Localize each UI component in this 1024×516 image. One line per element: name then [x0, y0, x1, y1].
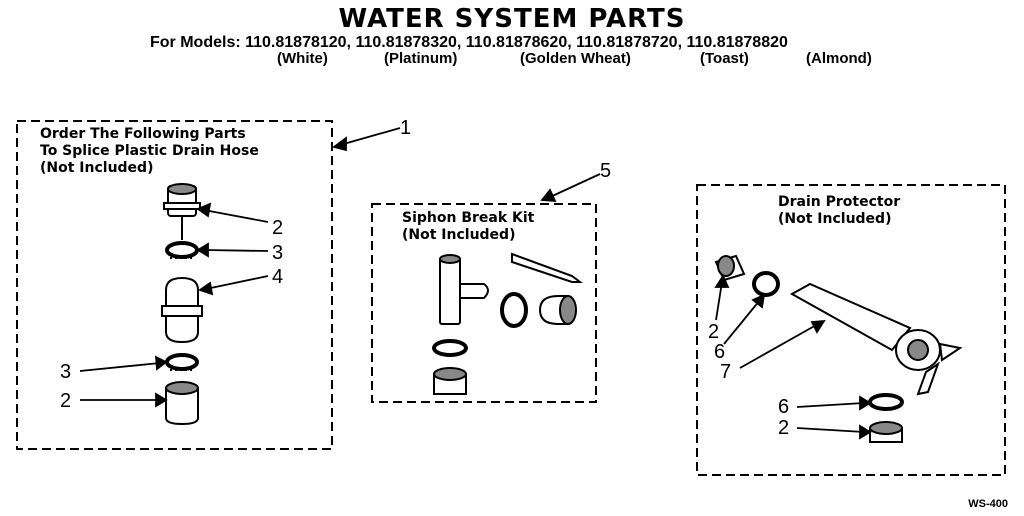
- splice-bottom-coupling: [165, 381, 199, 426]
- callout-splice-top-clamp: 3: [272, 242, 283, 264]
- drain-box-label: Drain Protector (Not Included): [778, 194, 900, 228]
- callout-splice-connector: 4: [272, 266, 283, 288]
- splice-label-line-2: To Splice Plastic Drain Hose: [40, 143, 259, 159]
- splice-top-clamp: [165, 241, 199, 259]
- splice-label-line-3: (Not Included): [40, 160, 154, 176]
- drain-clamp-bottom: [868, 393, 904, 411]
- color-platinum: (Platinum): [384, 50, 458, 67]
- callout-drain-coupling-bottom: 2: [778, 417, 789, 439]
- drain-box-border: [696, 184, 1006, 476]
- drain-clamp-left: [752, 271, 780, 297]
- callouts: 1 5 2 3 4 3 2 2 6 7 6 2: [60, 117, 789, 439]
- splice-box-border: [16, 120, 333, 450]
- callout-drain-coupling-left: 2: [708, 321, 719, 343]
- callout-drain-clamp-bottom: 6: [778, 396, 789, 418]
- siphon-label-line-2: (Not Included): [402, 227, 516, 243]
- drain-label-line-2: (Not Included): [778, 211, 892, 227]
- drain-parts: [714, 254, 963, 443]
- callout-5: 5: [600, 160, 611, 182]
- callout-splice-bottom-clamp: 3: [60, 361, 71, 383]
- siphon-coupling-right: [538, 295, 577, 325]
- color-almond: (Almond): [806, 50, 872, 67]
- splice-parts: [161, 183, 203, 426]
- callout-1: 1: [400, 117, 411, 139]
- splice-bottom-clamp: [165, 353, 199, 371]
- color-golden-wheat: (Golden Wheat): [520, 50, 631, 67]
- callout-drain-clamp-left: 6: [714, 341, 725, 363]
- leader-lines: [79, 127, 872, 440]
- splice-connector: [161, 276, 203, 344]
- color-toast: (Toast): [700, 50, 749, 67]
- siphon-clamp-bottom: [432, 339, 468, 357]
- siphon-coupling-bottom: [433, 367, 467, 395]
- siphon-tee: [439, 254, 489, 325]
- drain-protector-body: [789, 282, 963, 396]
- models-line: For Models: 110.81878120, 110.81878320, …: [150, 34, 788, 51]
- drain-coupling-bottom: [869, 421, 903, 443]
- callout-splice-top-coupling: 2: [272, 217, 283, 239]
- siphon-box-label: Siphon Break Kit (Not Included): [402, 210, 534, 244]
- callout-splice-bottom-coupling: 2: [60, 390, 71, 412]
- siphon-clamp-right: [500, 292, 528, 328]
- color-white: (White): [277, 50, 328, 67]
- splice-top-coupling: [163, 183, 201, 217]
- siphon-strap: [511, 252, 583, 283]
- callout-drain-protector-body: 7: [720, 361, 731, 383]
- siphon-label-line-1: Siphon Break Kit: [402, 210, 535, 226]
- siphon-parts: [432, 252, 583, 395]
- diagram-code: WS-400: [968, 498, 1008, 510]
- diagram-title: WATER SYSTEM PARTS: [338, 4, 686, 34]
- drain-coupling-left: [714, 254, 746, 282]
- splice-box-label: Order The Following Parts To Splice Plas…: [40, 126, 259, 177]
- siphon-box-border: [371, 203, 597, 403]
- splice-label-line-1: Order The Following Parts: [40, 126, 246, 142]
- drain-label-line-1: Drain Protector: [778, 194, 901, 210]
